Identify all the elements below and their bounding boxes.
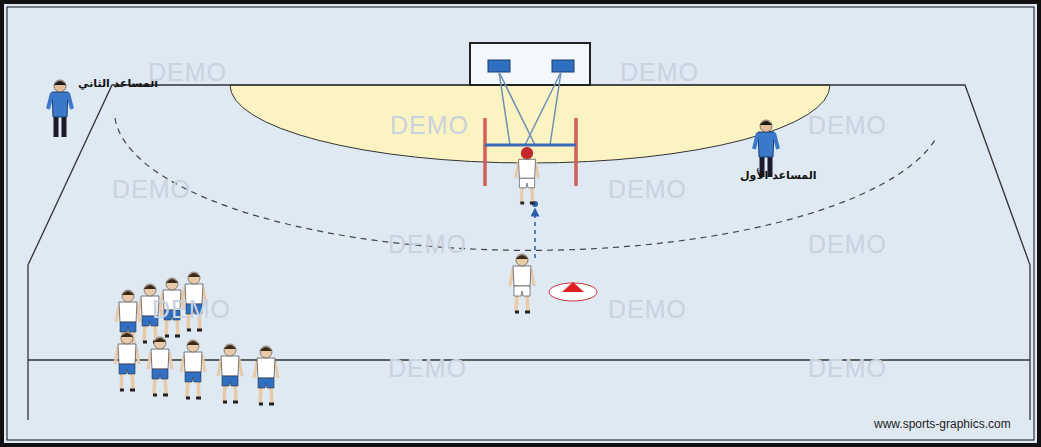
bar <box>485 144 576 147</box>
player <box>254 346 278 404</box>
watermark: DEMO <box>388 356 467 381</box>
player <box>510 254 534 312</box>
goal-apparatus <box>488 60 510 72</box>
watermark: DEMO <box>148 60 227 85</box>
watermark: DEMO <box>620 60 699 85</box>
watermark: DEMO <box>112 177 191 202</box>
watermark: DEMO <box>388 232 467 257</box>
player <box>115 332 139 390</box>
watermark: DEMO <box>808 356 887 381</box>
player <box>116 290 140 348</box>
goal <box>470 43 590 85</box>
posts <box>485 118 576 186</box>
player <box>516 148 539 203</box>
watermark: DEMO <box>808 113 887 138</box>
watermark: DEMO <box>608 177 687 202</box>
referee <box>48 80 72 137</box>
cone-base <box>549 283 597 301</box>
watermark: DEMO <box>808 232 887 257</box>
goal-apparatus <box>552 60 574 72</box>
pass-arrow <box>534 212 536 258</box>
rope-lines <box>499 72 561 145</box>
player <box>218 344 242 402</box>
website-credit: www.sports-graphics.com <box>874 418 1011 430</box>
defender-cap <box>521 147 533 159</box>
cone <box>562 282 584 292</box>
assistant-label: المساعد الأول <box>740 170 817 181</box>
inner-frame <box>7 7 1034 440</box>
watermark: DEMO <box>608 297 687 322</box>
player <box>148 337 172 395</box>
watermark: DEMO <box>152 297 231 322</box>
watermark: DEMO <box>390 113 469 138</box>
assistant-label: المساعد الثاني <box>78 78 158 89</box>
referee <box>754 120 778 177</box>
goal-area <box>230 85 830 163</box>
player <box>181 340 205 398</box>
